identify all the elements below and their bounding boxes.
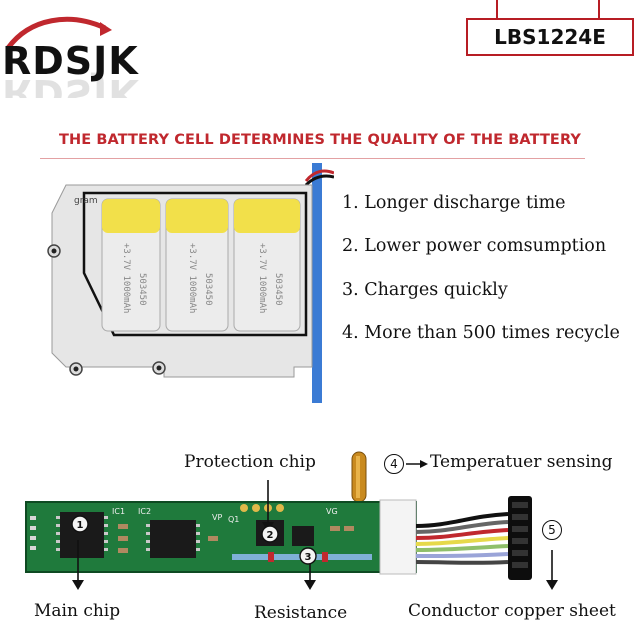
temperature-arrow-icon xyxy=(406,460,428,468)
feature-item-4: 4. More than 500 times recycle xyxy=(342,323,620,343)
model-number-box: LBS1224E xyxy=(466,18,634,56)
feature-item-1: 1. Longer discharge time xyxy=(342,193,566,213)
model-box-tick-left xyxy=(496,0,498,18)
temperature-number-badge: 4 xyxy=(384,454,404,474)
cell-1-model: 503450 xyxy=(137,273,147,306)
brand-logo-reflection: RDSJK xyxy=(2,71,139,98)
model-box-tick-right xyxy=(598,0,600,18)
silk-ic1: IC1 xyxy=(112,507,125,516)
cell-3-model: 503450 xyxy=(273,273,283,306)
resistance-label: Resistance xyxy=(254,603,348,623)
temperature-sensing-label: Temperatuer sensing xyxy=(430,452,613,472)
pcb-marker-2: 2 xyxy=(267,530,274,541)
battery-cells xyxy=(101,198,301,332)
cell-2-model: 503450 xyxy=(203,273,213,306)
cell-2-rating: +3.7V 1000mAh xyxy=(187,243,197,313)
battery-case-text: gram xyxy=(74,196,98,206)
silk-vg: VG xyxy=(326,507,338,516)
brand-logo-text: RDSJK xyxy=(2,39,139,83)
temperature-number: 4 xyxy=(390,457,398,471)
pcb-marker-3: 3 xyxy=(305,552,312,563)
brand-logo: RDSJK RDSJK xyxy=(2,16,139,98)
protection-chip-label: Protection chip xyxy=(184,452,316,472)
pcb-marker-1: 1 xyxy=(77,520,84,531)
protection-board-image: IC1 IC2 VP Q1 VG xyxy=(25,451,558,590)
silk-q1: Q1 xyxy=(228,515,239,524)
model-number: LBS1224E xyxy=(494,25,606,49)
main-chip-label: Main chip xyxy=(34,601,121,621)
conductor-copper-sheet-label: Conductor copper sheet xyxy=(408,601,616,621)
silk-ic2: IC2 xyxy=(138,507,151,516)
cell-3-rating: +3.7V 1000mAh xyxy=(257,243,267,313)
conductor-number: 5 xyxy=(548,523,556,537)
headline: THE BATTERY CELL DETERMINES THE QUALITY … xyxy=(58,132,582,148)
feature-item-3: 3. Charges quickly xyxy=(342,280,508,300)
headline-divider xyxy=(40,158,585,159)
silk-vp: VP xyxy=(212,513,222,522)
battery-cell-image: gram +3.7V 1000mAh 503450 +3.7V 1000mAh … xyxy=(47,163,334,403)
feature-item-2: 2. Lower power comsumption xyxy=(342,236,607,256)
cell-1-rating: +3.7V 1000mAh xyxy=(121,243,131,313)
conductor-number-badge: 5 xyxy=(542,520,562,540)
